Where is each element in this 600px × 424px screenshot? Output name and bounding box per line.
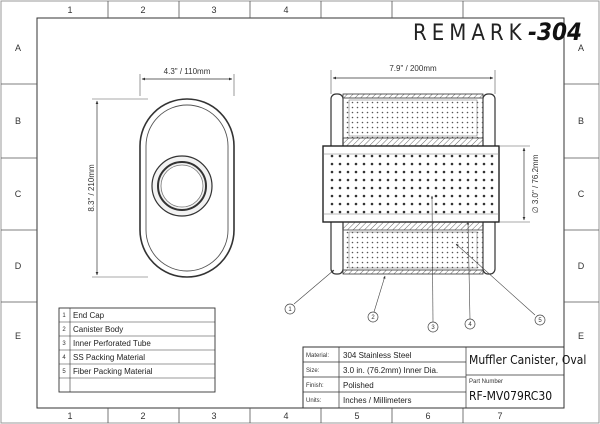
side-view-body-bottom-wall [342, 269, 484, 275]
grid-col-label: 2 [140, 5, 145, 15]
grid-row-label: D [15, 261, 22, 271]
finish-label: Finish: [306, 383, 324, 389]
grid-col-label: 1 [67, 411, 72, 421]
end-view-width-dimension: 4.3" / 110mm [164, 67, 211, 76]
title-block: Material: 304 Stainless Steel Size: 3.0 … [302, 346, 586, 409]
side-view-body-top-wall [342, 93, 484, 99]
material-value: 304 Stainless Steel [343, 351, 412, 360]
parts-list: 1 2 3 4 5 End Cap Canister Body Inner Pe… [58, 307, 216, 393]
part-name: Canister Body [73, 325, 123, 334]
part-name: End Cap [73, 311, 105, 320]
callout-label: 1 [288, 307, 292, 313]
end-view-outlet-bore [157, 161, 207, 211]
side-view-diameter-dimension: ∅ 3.0" / 76.2mm [531, 154, 540, 213]
size-label: Size: [306, 368, 320, 374]
brand-logo: REMARK -304 [413, 18, 582, 46]
side-view-lower-liner [342, 221, 484, 231]
units-label: Units: [306, 398, 322, 404]
grid-row-label: C [578, 189, 585, 199]
side-view-length-dimension: 7.9" / 200mm [389, 64, 437, 73]
grid-col-label: 4 [283, 411, 288, 421]
grid-row-label: B [578, 116, 584, 126]
grid-row-label: A [578, 43, 584, 53]
inner-frame [36, 17, 565, 409]
grid-row-label: E [15, 331, 21, 341]
grid-col-label: 2 [140, 411, 145, 421]
grid-column-labels-top: 1 2 3 4 [67, 5, 288, 15]
brand-text: REMARK [413, 21, 527, 46]
callout-label: 4 [468, 322, 472, 328]
callout-label: 5 [538, 318, 542, 324]
grid-col-label: 1 [67, 5, 72, 15]
size-value: 3.0 in. (76.2mm) Inner Dia. [343, 366, 438, 375]
grid-col-label: 7 [497, 411, 502, 421]
side-view-upper-liner [342, 137, 484, 147]
end-view: 4.3" / 110mm 8.3" / 210mm [87, 67, 235, 278]
callout-label: 3 [431, 325, 435, 331]
material-label: Material: [306, 353, 329, 359]
grid-col-label: 3 [211, 411, 216, 421]
part-number: 5 [62, 369, 66, 375]
part-number-label: Part Number [469, 379, 503, 385]
grid-row-label: A [15, 43, 21, 53]
brand-model: -304 [528, 18, 582, 46]
grid-row-label: E [578, 331, 584, 341]
grid-col-label: 6 [425, 411, 430, 421]
part-number: 1 [62, 313, 66, 319]
grid-row-labels-right: A B C D E [578, 43, 585, 341]
end-view-inner-oval [145, 104, 229, 272]
grid-row-label: B [15, 116, 21, 126]
grid-column-labels-bottom: 1 2 3 4 5 6 7 [67, 411, 502, 421]
drawing-title: Muffler Canister, Oval [469, 353, 586, 367]
part-name: Inner Perforated Tube [73, 339, 151, 348]
side-view: 7.9" / 200mm ∅ 3.0" / 76.2mm [284, 64, 546, 333]
side-view-lower-packing [342, 229, 484, 271]
side-view-perforations [327, 152, 495, 216]
grid-col-label: 3 [211, 5, 216, 15]
part-name: Fiber Packing Material [73, 367, 153, 376]
part-number: 2 [62, 327, 66, 333]
side-view-upper-packing [342, 97, 484, 139]
units-value: Inches / Millimeters [343, 396, 411, 405]
end-view-outer-oval [139, 98, 235, 278]
grid-row-labels-left: A B C D E [15, 43, 22, 341]
part-name: SS Packing Material [73, 353, 145, 362]
end-view-outlet-inner [160, 164, 204, 208]
finish-value: Polished [343, 381, 374, 390]
end-view-height-dimension: 8.3" / 210mm [87, 164, 96, 212]
callout-label: 2 [371, 315, 375, 321]
part-number-value: RF-MV079RC30 [469, 389, 552, 403]
grid-col-label: 4 [283, 5, 288, 15]
grid-row-label: D [578, 261, 585, 271]
grid-row-label: C [15, 189, 22, 199]
callout-bubbles: 1 2 3 4 5 [284, 303, 546, 333]
part-number: 4 [62, 355, 66, 361]
grid-col-label: 5 [354, 411, 359, 421]
part-number: 3 [62, 341, 66, 347]
